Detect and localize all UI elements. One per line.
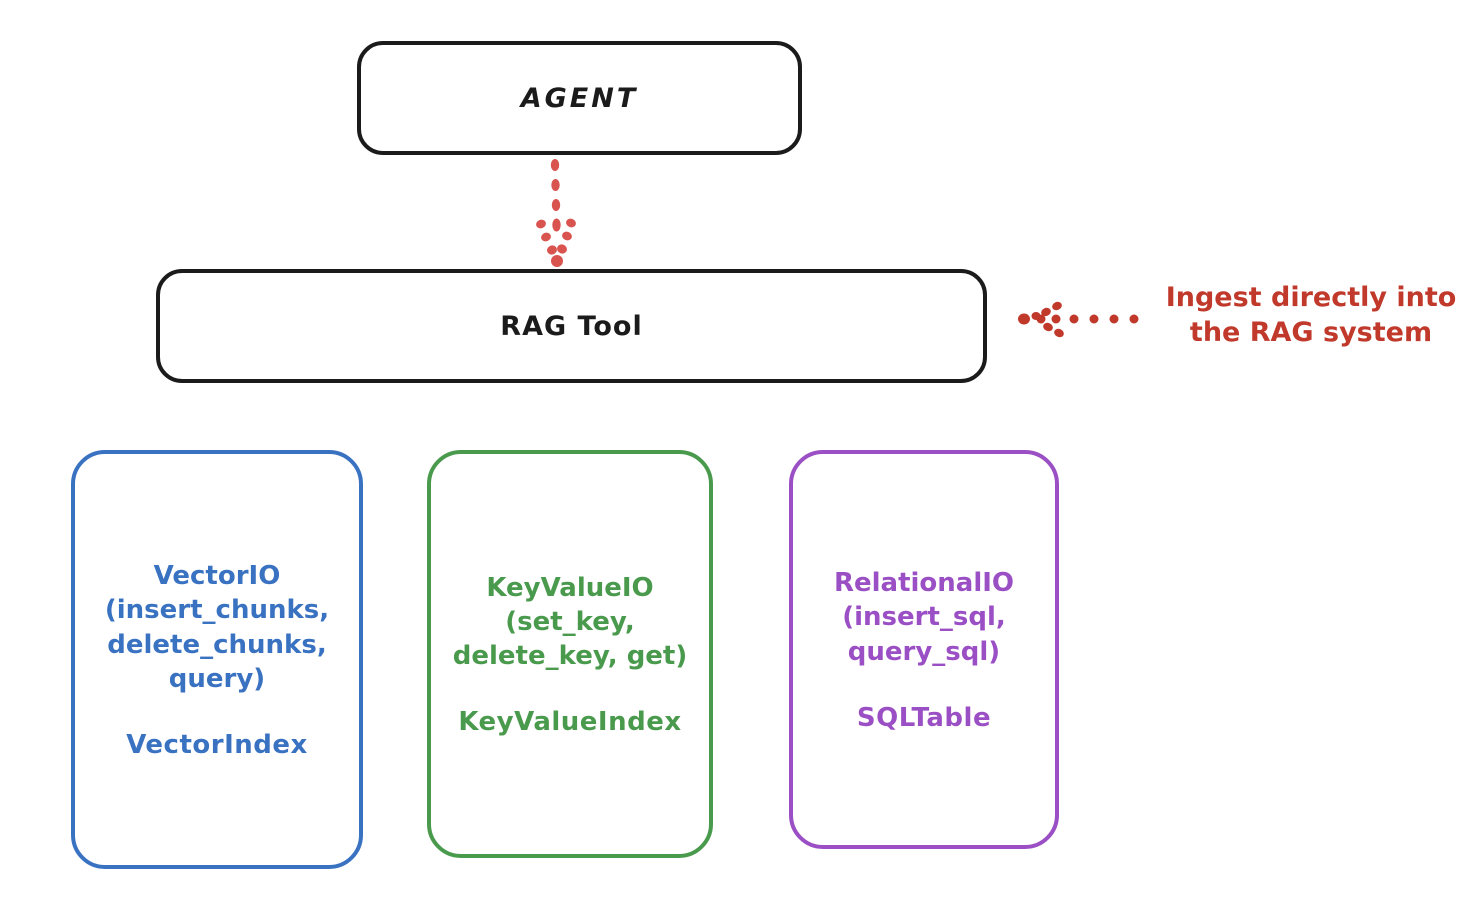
node-agent-label: AGENT <box>520 82 639 114</box>
node-relational-io-api-label: RelationalIO (insert_sql, query_sql) <box>833 568 1015 667</box>
node-relational-io-index-label: SQLTable <box>856 702 992 733</box>
connector-agent-to-rag-tool <box>500 155 630 275</box>
dotted-left-arrow-icon <box>1018 301 1139 338</box>
node-vector-io-api-label: VectorIO (insert_chunks, delete_chunks, … <box>104 560 330 694</box>
node-vector-io-index-label: VectorIndex <box>126 730 308 761</box>
node-relational-io[interactable]: RelationalIO (insert_sql, query_sql) SQL… <box>789 450 1059 849</box>
dotted-down-arrow-icon <box>536 159 576 267</box>
node-vector-io[interactable]: VectorIO (insert_chunks, delete_chunks, … <box>71 450 363 869</box>
node-key-value-io[interactable]: KeyValueIO (set_key, delete_key, get) Ke… <box>427 450 713 858</box>
annotation-ingest-into-rag-system: Ingest directly into the RAG system <box>1165 282 1457 349</box>
node-agent[interactable]: AGENT <box>357 41 802 155</box>
node-rag-tool-label: RAG Tool <box>500 310 643 342</box>
node-rag-tool[interactable]: RAG Tool <box>156 269 987 383</box>
node-key-value-io-api-label: KeyValueIO (set_key, delete_key, get) <box>452 572 688 672</box>
connector-ingest-into-rag <box>1015 296 1140 342</box>
node-key-value-io-index-label: KeyValueIndex <box>458 707 682 738</box>
